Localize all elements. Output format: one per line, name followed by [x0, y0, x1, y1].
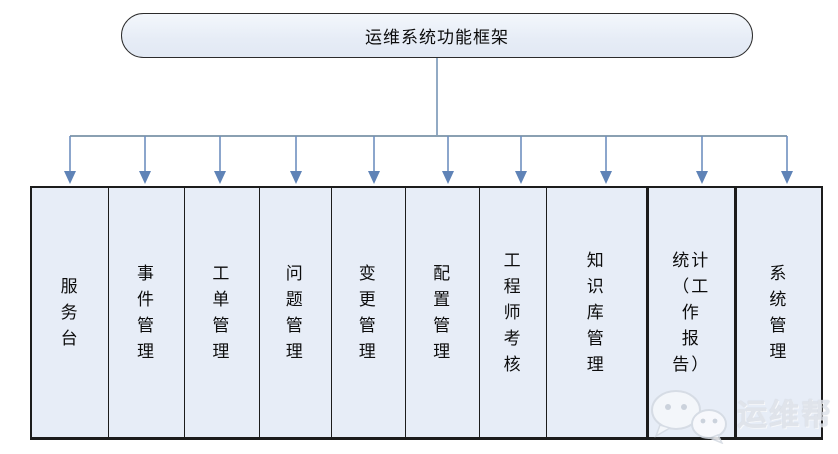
module-problem-mgmt: 问 题 管 理: [259, 188, 331, 437]
module-label: 事 件 管 理: [137, 263, 157, 362]
arrow-down-icon: [368, 136, 380, 184]
arrow-down-icon: [442, 136, 454, 184]
arrow-down-icon: [696, 136, 708, 184]
page-title: 运维系统功能框架: [365, 28, 509, 48]
module-label: 知 识 库 管 理: [586, 250, 606, 375]
arrow-down-icon: [214, 136, 226, 184]
framework-title-node: 运维系统功能框架: [121, 13, 753, 58]
module-label: 服 务 台: [60, 276, 80, 349]
module-incident-mgmt: 事 件 管 理: [108, 188, 184, 437]
module-label: 工 程 师 考 核: [503, 250, 523, 375]
module-knowledge-base-mgmt: 知 识 库 管 理: [545, 188, 646, 437]
watermark: 运维帮: [646, 388, 833, 444]
module-change-mgmt: 变 更 管 理: [330, 188, 405, 437]
module-service-desk: 服 务 台: [32, 188, 109, 437]
module-label: 变 更 管 理: [358, 263, 378, 362]
arrow-down-icon: [139, 136, 151, 184]
arrow-down-icon: [290, 136, 302, 184]
arrow-down-icon: [781, 136, 793, 184]
arrow-down-icon: [600, 136, 612, 184]
module-system-mgmt: 系 统 管 理: [733, 188, 821, 437]
module-work-order-mgmt: 工 单 管 理: [183, 188, 260, 437]
watermark-text: 运维帮: [737, 398, 833, 433]
module-label: 工 单 管 理: [212, 263, 232, 362]
module-label: 配 置 管 理: [433, 263, 453, 362]
module-config-mgmt: 配 置 管 理: [404, 188, 480, 437]
wechat-logo-icon: [651, 390, 727, 444]
module-engineer-assessment: 工 程 师 考 核: [479, 188, 546, 437]
module-label: 问 题 管 理: [285, 263, 305, 362]
branch-arrows: [64, 136, 793, 184]
arrow-down-icon: [515, 136, 527, 184]
module-label: 系 统 管 理: [769, 263, 789, 362]
arrow-down-icon: [64, 136, 76, 184]
module-label: 统计 （工 作 报 告）: [672, 250, 711, 375]
